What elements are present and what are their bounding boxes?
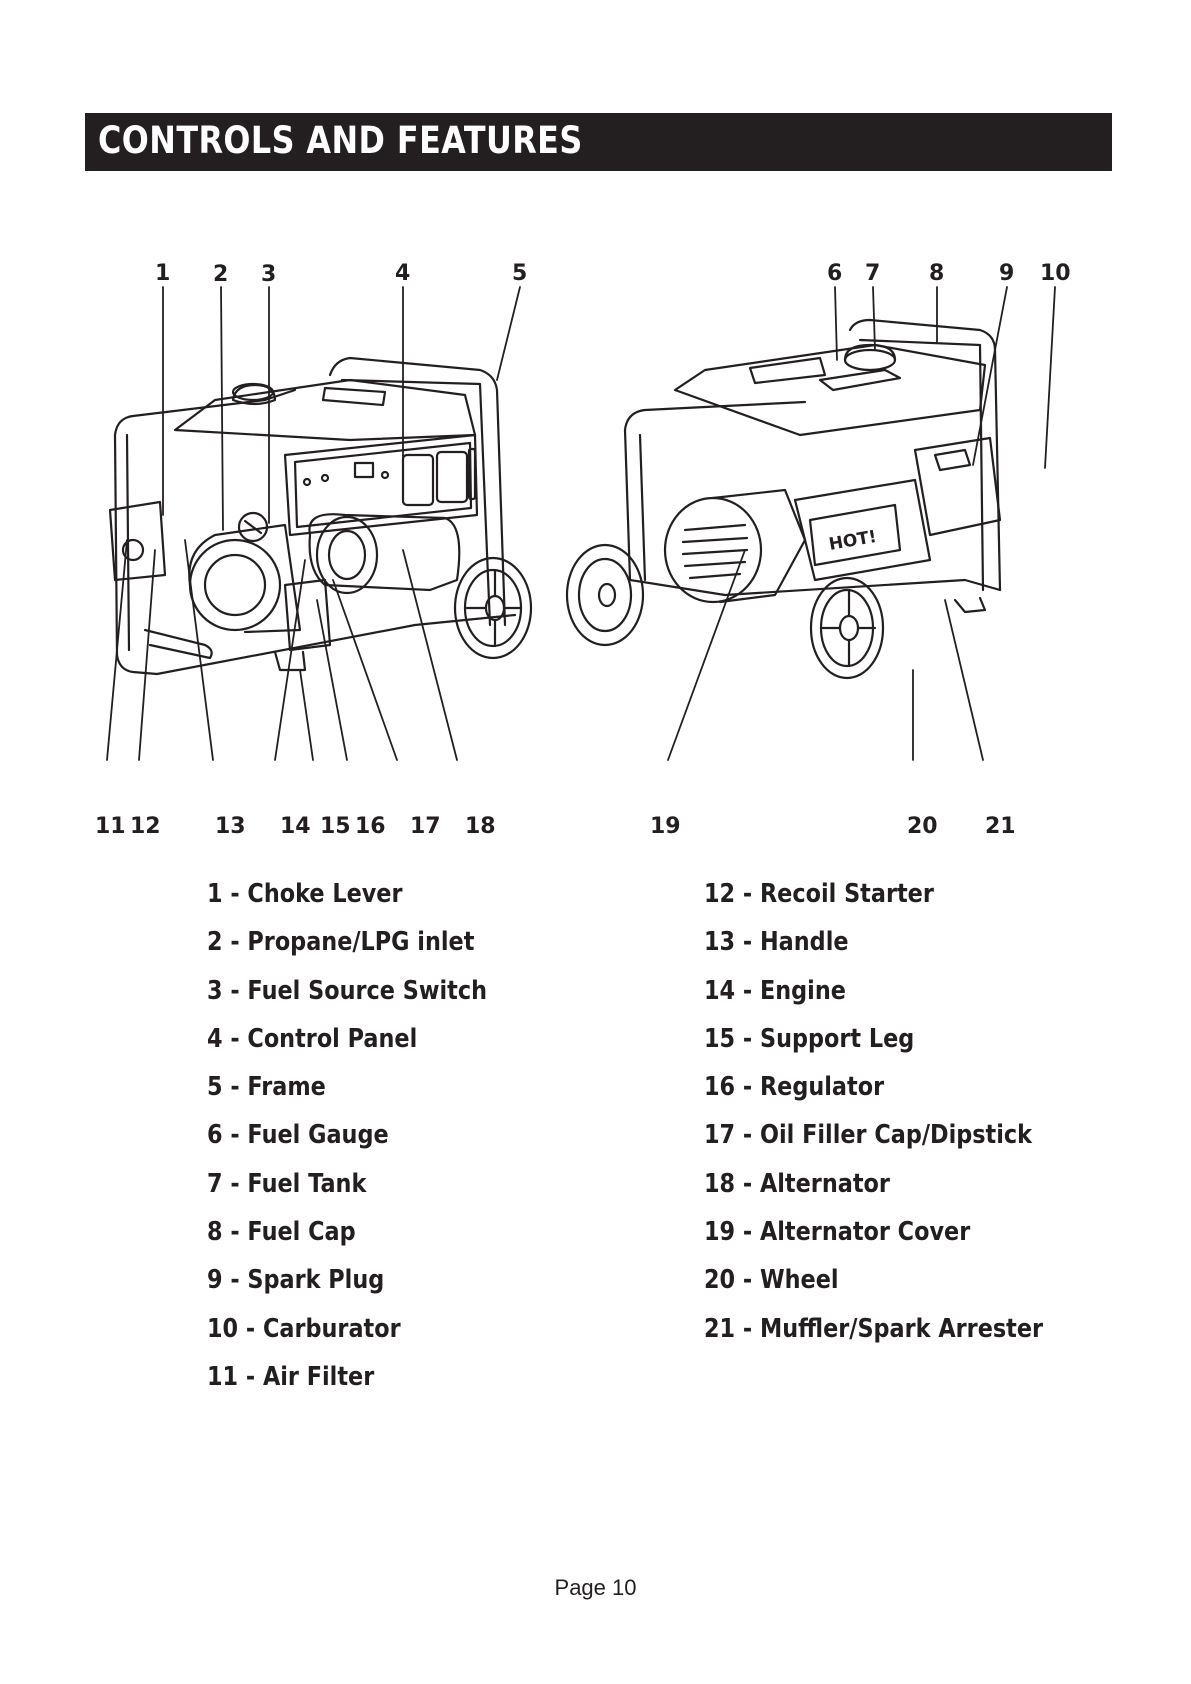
generator-front-view [108, 356, 533, 676]
legend-item: 2 - Propane/LPG inlet [207, 927, 475, 958]
callout-1: 1 [155, 261, 170, 286]
callout-10: 10 [1040, 261, 1071, 286]
legend-item: 4 - Control Panel [207, 1023, 418, 1054]
legend-item: 11 - Air Filter [207, 1361, 375, 1392]
callout-12: 12 [130, 814, 161, 839]
legend-item: 15 - Support Leg [704, 1023, 915, 1054]
callout-16: 16 [355, 814, 386, 839]
section-header: CONTROLS AND FEATURES [85, 113, 1112, 171]
legend-item: 14 - Engine [704, 975, 846, 1006]
bottom-callouts: 11 12 13 14 15 16 17 18 19 20 21 [95, 814, 1016, 839]
callout-6: 6 [827, 261, 842, 286]
legend-item: 10 - Carburator [207, 1313, 401, 1344]
legend-item: 3 - Fuel Source Switch [207, 975, 488, 1006]
legend-item: 18 - Alternator [704, 1168, 890, 1199]
callout-3: 3 [261, 262, 276, 287]
legend-item: 17 - Oil Filler Cap/Dipstick [704, 1120, 1033, 1151]
section-title: CONTROLS AND FEATURES [98, 119, 583, 162]
legend-item: 20 - Wheel [704, 1265, 839, 1296]
callout-19: 19 [650, 814, 681, 839]
callout-9: 9 [999, 261, 1014, 286]
callout-5: 5 [512, 261, 527, 286]
hot-warning-label: HOT! [827, 527, 878, 555]
top-callouts: 1 2 3 4 5 6 7 8 9 10 [155, 261, 1071, 287]
legend-item: 8 - Fuel Cap [207, 1217, 356, 1248]
callout-14: 14 [280, 814, 311, 839]
legend-item: 6 - Fuel Gauge [207, 1120, 389, 1151]
page-number: Page 10 [554, 1575, 637, 1600]
legend-left-column: 1 - Choke Lever 2 - Propane/LPG inlet 3 … [207, 870, 533, 1401]
callout-20: 20 [907, 814, 938, 839]
legend-right-column: 12 - Recoil Starter 13 - Handle 14 - Eng… [704, 870, 1098, 1353]
callout-18: 18 [465, 814, 496, 839]
legend-item: 19 - Alternator Cover [704, 1217, 971, 1248]
callout-7: 7 [865, 261, 880, 286]
callout-15: 15 [320, 814, 351, 839]
callout-2: 2 [213, 262, 228, 287]
legend-item: 16 - Regulator [704, 1072, 885, 1103]
legend-item: 13 - Handle [704, 927, 849, 958]
generator-rear-view [565, 318, 1002, 680]
callout-4: 4 [395, 261, 410, 286]
callout-17: 17 [410, 814, 441, 839]
callout-21: 21 [985, 814, 1016, 839]
legend-item: 12 - Recoil Starter [704, 879, 934, 909]
legend-item: 7 - Fuel Tank [207, 1168, 367, 1199]
legend-item: 9 - Spark Plug [207, 1265, 385, 1296]
legend-item: 1 - Choke Lever [207, 879, 403, 909]
callout-13: 13 [215, 814, 246, 839]
legend-item: 21 - Muffler/Spark Arrester [704, 1313, 1044, 1344]
callout-11: 11 [95, 814, 126, 839]
callout-8: 8 [929, 261, 944, 286]
legend-item: 5 - Frame [207, 1072, 326, 1103]
generator-diagram: HOT! 1 2 3 4 5 6 7 8 9 10 11 12 13 14 15… [95, 261, 1071, 839]
callout-leaders [106, 286, 1056, 761]
